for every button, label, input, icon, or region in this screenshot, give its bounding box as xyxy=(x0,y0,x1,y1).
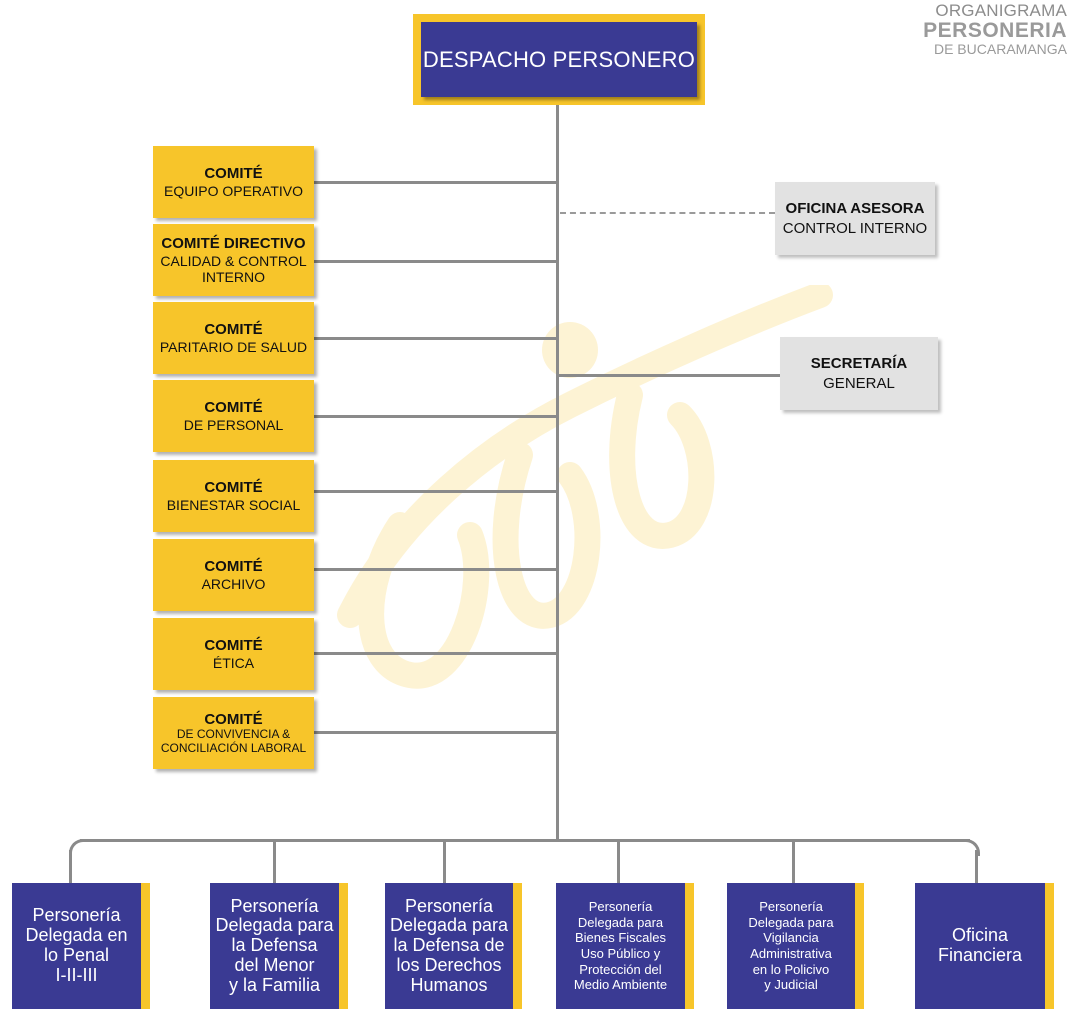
committee-line: EQUIPO OPERATIVO xyxy=(164,182,303,199)
unit-line: Bienes Fiscales xyxy=(574,930,667,946)
oficina-asesora-title: OFICINA ASESORA xyxy=(785,200,925,217)
unit-line: en lo Policivo xyxy=(752,961,830,977)
unit-line: I-II-III xyxy=(55,964,98,985)
unit-line: Protección del xyxy=(579,961,662,977)
committee-title: COMITÉ xyxy=(204,637,263,655)
bottom-bus-right-corner xyxy=(963,839,980,856)
unit-drop-line xyxy=(792,839,795,883)
committee-connector xyxy=(314,490,557,493)
oficina-asesora-subtitle: CONTROL INTERNO xyxy=(782,219,928,237)
secretaria-general-title: SECRETARÍA xyxy=(810,355,908,372)
committee-line: DE CONVIVENCIA & xyxy=(176,726,291,741)
brand-logo: ORGANIGRAMA PERSONERIA DE BUCARAMANGA xyxy=(923,2,1067,56)
unit-line: Delegada en xyxy=(25,925,128,946)
unit-line: y Judicial xyxy=(764,977,818,993)
unit-line: Uso Público y xyxy=(580,946,661,961)
unit-line: Financiera xyxy=(937,945,1023,965)
unit-line: Delegada para xyxy=(577,914,664,930)
unit-drop-line xyxy=(69,850,72,883)
unit-penal: Personería Delegada en lo Penal I-II-III xyxy=(12,883,150,1009)
brand-line-personeria: PERSONERIA xyxy=(923,19,1067,42)
secretaria-general-subtitle: GENERAL xyxy=(823,374,895,392)
committee-connector xyxy=(314,415,557,418)
committee-line: CONCILIACIÓN LABORAL xyxy=(160,740,307,755)
committee-title: COMITÉ xyxy=(204,399,263,417)
committee-convivencia: COMITÉ DE CONVIVENCIA & CONCILIACIÓN LAB… xyxy=(153,697,314,769)
unit-line: Humanos xyxy=(410,974,488,995)
committee-bienestar-social: COMITÉ BIENESTAR SOCIAL xyxy=(153,460,314,532)
secretaria-connector xyxy=(558,374,780,377)
unit-line: Personería xyxy=(759,899,823,915)
unit-menor-familia: Personería Delegada para la Defensa del … xyxy=(210,883,348,1009)
unit-line: y la Familia xyxy=(228,974,321,995)
committee-line: INTERNO xyxy=(202,268,265,285)
unit-drop-line xyxy=(273,839,276,883)
unit-drop-line xyxy=(617,839,620,883)
despacho-personero-box: DESPACHO PERSONERO xyxy=(421,22,697,97)
secretaria-general-box: SECRETARÍA GENERAL xyxy=(780,337,938,410)
unit-line: Delegada para xyxy=(389,915,509,936)
unit-line: la Defensa de xyxy=(393,935,505,956)
unit-drop-line xyxy=(975,850,978,883)
bottom-bus-left-corner xyxy=(69,839,86,856)
committee-connector xyxy=(314,181,557,184)
brand-line-city: DE BUCARAMANGA xyxy=(933,41,1067,57)
unit-oficina-financiera: Oficina Financiera xyxy=(915,883,1054,1009)
unit-line: del Menor xyxy=(234,954,315,975)
unit-line: los Derechos xyxy=(396,954,502,975)
committee-archivo: COMITÉ ARCHIVO xyxy=(153,539,314,611)
committee-line: ARCHIVO xyxy=(201,575,266,592)
committee-paritario-salud: COMITÉ PARITARIO DE SALUD xyxy=(153,302,314,374)
main-trunk-line xyxy=(556,105,559,840)
committee-title: COMITÉ xyxy=(204,165,263,183)
unit-line: Delegada para xyxy=(215,915,334,936)
committee-connector xyxy=(314,260,557,263)
watermark-logo xyxy=(337,285,833,689)
committee-line: DE PERSONAL xyxy=(183,416,284,433)
unit-line: Medio Ambiente xyxy=(573,977,668,993)
unit-line: Personería xyxy=(588,899,653,915)
unit-line: la Defensa xyxy=(231,935,318,956)
committee-title: COMITÉ xyxy=(204,321,263,339)
bottom-bus-line xyxy=(80,839,970,842)
unit-line: Oficina xyxy=(951,925,1009,946)
unit-line: Personería xyxy=(230,895,319,916)
committee-line: PARITARIO DE SALUD xyxy=(159,338,308,355)
committee-title: COMITÉ xyxy=(204,479,263,497)
advisory-dashed-connector xyxy=(560,212,775,214)
committee-line: BIENESTAR SOCIAL xyxy=(166,496,301,513)
committee-connector xyxy=(314,337,557,340)
unit-drop-line xyxy=(443,839,446,883)
committee-connector xyxy=(314,568,557,571)
unit-derechos-humanos: Personería Delegada para la Defensa de l… xyxy=(385,883,522,1009)
committee-etica: COMITÉ ÉTICA xyxy=(153,618,314,690)
brand-line-organigrama: ORGANIGRAMA xyxy=(935,1,1067,20)
committee-line: ÉTICA xyxy=(212,654,255,671)
committee-connector xyxy=(314,731,557,734)
unit-line: Delegada para xyxy=(748,914,834,930)
unit-line: Personería xyxy=(404,895,494,916)
committee-equipo-operativo: COMITÉ EQUIPO OPERATIVO xyxy=(153,146,314,218)
committee-title: COMITÉ DIRECTIVO xyxy=(161,235,306,253)
oficina-asesora-box: OFICINA ASESORA CONTROL INTERNO xyxy=(775,182,935,255)
committee-title: COMITÉ xyxy=(204,558,263,576)
committee-connector xyxy=(314,652,557,655)
unit-bienes-fiscales: Personería Delegada para Bienes Fiscales… xyxy=(556,883,694,1009)
committee-personal: COMITÉ DE PERSONAL xyxy=(153,380,314,452)
committee-line: CALIDAD & CONTROL xyxy=(160,252,307,269)
unit-line: Personería xyxy=(32,905,121,926)
unit-line: Administrativa xyxy=(750,946,832,961)
committee-title: COMITÉ xyxy=(204,710,263,728)
unit-line: Vigilancia xyxy=(763,930,819,946)
unit-line: lo Penal xyxy=(43,945,110,965)
unit-vigilancia-administrativa: Personería Delegada para Vigilancia Admi… xyxy=(727,883,864,1009)
despacho-personero-label: DESPACHO PERSONERO xyxy=(422,46,696,72)
committee-directivo: COMITÉ DIRECTIVO CALIDAD & CONTROL INTER… xyxy=(153,224,314,296)
